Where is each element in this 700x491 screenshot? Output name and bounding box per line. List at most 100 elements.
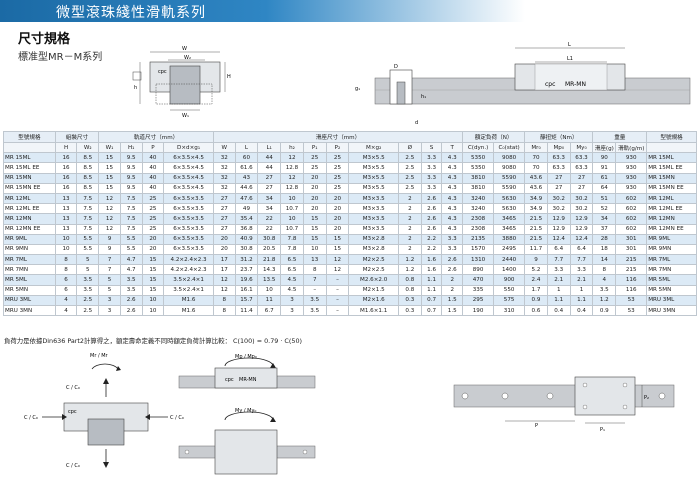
- table-cell: 5.5: [76, 243, 100, 256]
- table-cell: 2.5: [398, 162, 422, 174]
- table-cell: 550: [493, 284, 526, 296]
- table-cell: 60: [234, 152, 259, 164]
- table-cell: 1400: [493, 264, 526, 276]
- table-cell: 20: [325, 203, 350, 215]
- table-cell: 2.6: [420, 223, 443, 235]
- table-cell: 3.5: [592, 284, 617, 296]
- table-cell: 13.5: [257, 274, 282, 286]
- table-cell: 25: [141, 213, 165, 225]
- model-cell: MR 7MN: [646, 264, 697, 276]
- table-cell: 7.5: [119, 223, 143, 235]
- table-cell: 44: [257, 152, 282, 164]
- table-cell: 18: [592, 243, 617, 256]
- table-cell: 6.7: [257, 304, 282, 317]
- table-cell: 7.5: [119, 203, 143, 215]
- table-cell: 25: [325, 172, 350, 184]
- table-cell: 301: [615, 243, 648, 256]
- table-cell: 12.8: [280, 182, 304, 194]
- table-cell: 20: [325, 192, 350, 205]
- label-w2: W₂: [184, 55, 191, 61]
- table-cell: 13: [54, 192, 78, 205]
- table-cell: 3.5: [302, 294, 327, 307]
- table-cell: 43.6: [524, 172, 548, 184]
- table-cell: 8.5: [76, 162, 100, 174]
- label-c-top: C / C₀: [66, 385, 80, 391]
- table-cell: 14: [592, 254, 617, 266]
- table-cell: 4: [592, 274, 617, 286]
- table-cell: 70: [524, 152, 548, 164]
- group-header-model: 型號規格: [3, 131, 56, 143]
- table-cell: 3240: [462, 192, 495, 205]
- table-cell: 37: [592, 223, 617, 235]
- table-cell: 9.5: [119, 152, 143, 164]
- model-cell: MR 12MN: [3, 213, 56, 225]
- table-cell: 4: [54, 304, 78, 317]
- table-cell: 12: [280, 152, 304, 164]
- table-cell: 900: [493, 274, 526, 286]
- table-cell: 22: [257, 213, 282, 225]
- table-cell: 27: [212, 203, 236, 215]
- table-cell: 53: [615, 294, 648, 307]
- table-cell: 8: [592, 264, 617, 276]
- table-cell: 5630: [493, 203, 526, 215]
- table-cell: 3.5×2.4×1: [163, 274, 214, 286]
- sub-header-cell: C(dyn.): [462, 141, 495, 154]
- table-cell: 3.5: [76, 284, 100, 296]
- table-cell: 3240: [462, 203, 495, 215]
- model-cell: MR 12ML EE: [646, 203, 697, 215]
- table-cell: 9.5: [119, 172, 143, 184]
- sub-header-cell: Mp₀: [546, 141, 571, 154]
- table-cell: 2.4: [524, 274, 548, 286]
- table-cell: 0.4: [546, 304, 571, 317]
- label-h: h: [134, 85, 137, 91]
- table-cell: 3.3: [420, 152, 443, 164]
- table-cell: 27: [212, 192, 236, 205]
- label-c-right: C / C₀: [170, 415, 184, 421]
- table-cell: 6: [54, 284, 78, 296]
- table-cell: 27: [546, 182, 571, 194]
- table-cell: 5.5: [119, 233, 143, 245]
- table-cell: 7.7: [569, 254, 594, 266]
- table-cell: 3.5: [119, 274, 143, 286]
- table-cell: 0.8: [398, 274, 422, 286]
- model-cell: MR 9MN: [3, 243, 56, 256]
- table-cell: 1.6: [420, 254, 443, 266]
- table-cell: M3×5.5: [348, 182, 399, 194]
- table-cell: 8: [54, 254, 78, 266]
- table-cell: 30.2: [569, 203, 594, 215]
- table-cell: 40.9: [234, 233, 259, 245]
- title-banner: 微型滾珠綫性滑軌系列: [0, 0, 700, 22]
- table-cell: 12: [98, 223, 121, 235]
- table-cell: 2.6: [420, 213, 443, 225]
- table-cell: 4.3: [441, 213, 464, 225]
- table-cell: M1.6×1.1: [348, 304, 399, 317]
- table-cell: 14.3: [257, 264, 282, 276]
- table-cell: 7.8: [280, 233, 304, 245]
- label-p2: P₂: [644, 395, 649, 401]
- table-cell: 3880: [493, 233, 526, 245]
- table-cell: M2.6×2.0: [348, 274, 399, 286]
- table-cell: M1.6: [163, 294, 214, 307]
- label-g1: g₁: [355, 86, 360, 92]
- table-cell: 32: [212, 172, 236, 184]
- table-cell: 4.3: [441, 192, 464, 205]
- table-cell: 3: [280, 304, 304, 317]
- table-cell: 12.9: [546, 223, 571, 235]
- table-cell: 1.1: [569, 294, 594, 307]
- model-cell: MR 7ML: [3, 254, 56, 266]
- model-cell: MR 7ML: [646, 254, 697, 266]
- table-cell: 9.5: [119, 182, 143, 194]
- table-cell: 11: [257, 294, 282, 307]
- table-cell: 7.8: [280, 243, 304, 256]
- model-cell: MR 15MN EE: [646, 182, 697, 194]
- group-header-weight: 重量: [592, 131, 648, 143]
- table-cell: 20: [325, 223, 350, 235]
- table-cell: 6×3.5×3.5: [163, 203, 214, 215]
- table-cell: 15: [98, 182, 121, 194]
- table-cell: 15: [98, 172, 121, 184]
- table-cell: 34.9: [524, 192, 548, 205]
- table-cell: 40: [141, 152, 165, 164]
- table-cell: 27: [569, 182, 594, 194]
- load-note-text: 負荷力是依據Din636 Part2計算得之，額定壽命定義不同時額定負荷計算比較…: [4, 337, 231, 345]
- table-cell: 15: [302, 233, 327, 245]
